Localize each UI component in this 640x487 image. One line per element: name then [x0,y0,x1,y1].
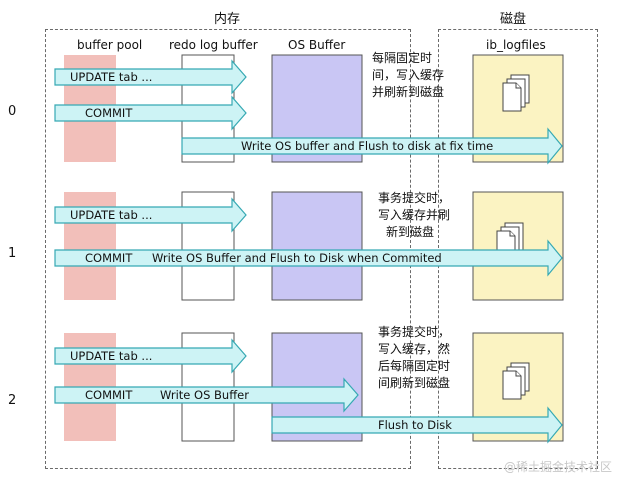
row-2-flush-arrow [271,406,563,444]
row-1-update-label: UPDATE tab ... [70,208,152,222]
row-number-1: 1 [8,246,17,261]
row-number-2: 2 [8,393,17,408]
memory-zone-title: 内存 [214,12,241,27]
row-1-update-arrow [54,197,247,233]
row-0-logfile-icon [502,74,530,112]
row-2-flush-label: Flush to Disk [378,418,452,432]
row-1-note: 事务提交时， 写入缓存并刷 新到磁盘 [378,191,451,239]
row-0-commit-arrow [54,95,247,131]
row-2-commit-label: COMMIT [85,388,133,402]
row-0-flush-label: Write OS buffer and Flush to disk at fix… [241,139,493,153]
row-2-write-label: Write OS Buffer [160,388,249,402]
memory-zone [45,29,411,469]
row-1-flush-arrow [54,239,563,277]
row-2-note: 事务提交时， 写入缓存，然 后每隔固定时 间刷新到磁盘 [378,325,451,390]
row-2-update-arrow [54,338,247,374]
watermark: @稀土掘金技术社区 [504,460,613,474]
row-0-update-label: UPDATE tab ... [70,70,152,84]
row-2-logfile-icon [502,362,530,400]
row-0-commit-label: COMMIT [85,106,133,120]
disk-zone [438,29,598,469]
row-0-note: 每隔固定时 间，写入缓存 并刷新到磁盘 [372,51,445,99]
ib-logfiles-header: ib_logfiles [486,38,546,52]
row-0-update-arrow [54,59,247,95]
row-1-flush-label: Write OS Buffer and Flush to Disk when C… [152,251,442,265]
row-1-os-buffer [271,191,363,301]
os-buffer-header: OS Buffer [288,38,346,52]
redo-log-buffer-header: redo log buffer [169,38,258,52]
row-0-flush-arrow [181,127,563,165]
row-2-write-arrow [54,377,359,413]
row-2-update-label: UPDATE tab ... [70,349,152,363]
disk-zone-title: 磁盘 [500,12,527,27]
row-1-commit-label: COMMIT [85,251,133,265]
row-number-0: 0 [8,104,17,119]
buffer-pool-header: buffer pool [77,38,143,52]
